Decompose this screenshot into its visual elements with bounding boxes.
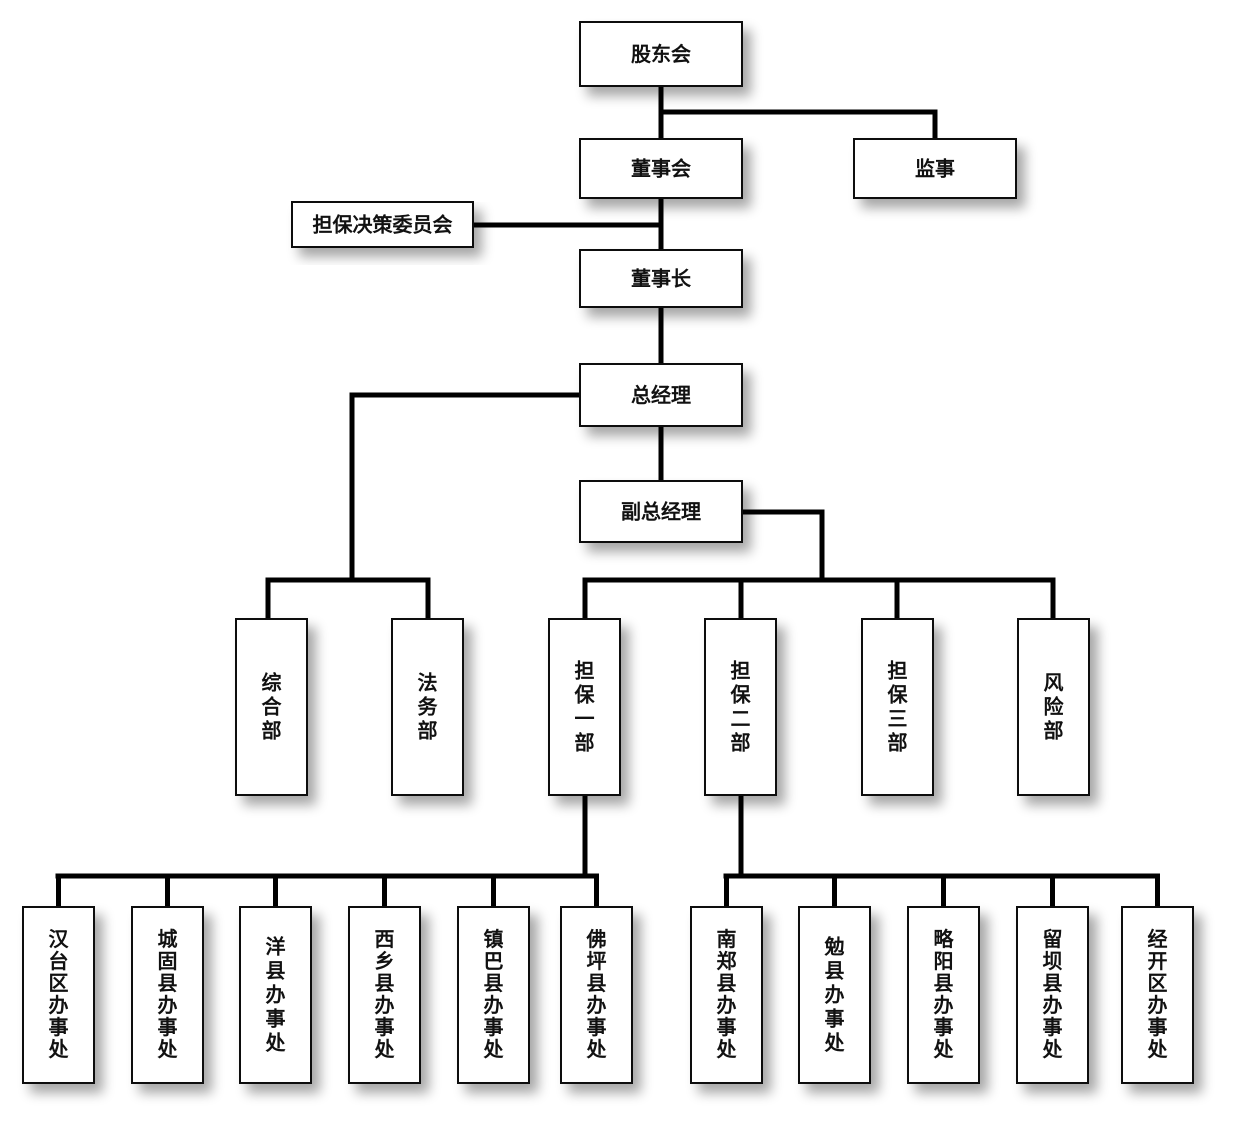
office-foping: 佛坪县办事处 [560,906,633,1084]
dept-risk-label: 风险部 [1044,671,1065,743]
dept-legal-label: 法务部 [418,671,439,743]
office-mianxian-box [798,906,871,1084]
node-deputy-gm-box [579,480,743,543]
dept-guarantee-2: 担保二部 [704,618,777,796]
node-gm-box [579,363,743,427]
node-gm-label: 总经理 [631,383,691,407]
office-yangxian-box [239,906,312,1084]
office-jingkai-label: 经开区办事处 [1147,927,1169,1061]
dept-guarantee-1-box [548,618,621,796]
office-nanzheng: 南郑县办事处 [690,906,763,1084]
node-deputy-gm: 副总经理 [579,480,743,543]
office-chenggu-box [131,906,204,1084]
office-zhenba: 镇巴县办事处 [457,906,530,1084]
office-mianxian: 勉县办事处 [798,906,871,1084]
office-liuba-box [1016,906,1089,1084]
office-yangxian-label: 洋县办事处 [265,935,287,1055]
dept-guarantee-1: 担保一部 [548,618,621,796]
node-shareholders-label: 股东会 [631,42,691,66]
dept-guarantee-3-label: 担保三部 [887,659,909,755]
office-jingkai-box [1121,906,1194,1084]
dept-general-box [235,618,308,796]
dept-legal: 法务部 [391,618,464,796]
node-chairman-box [579,249,743,308]
node-board-box [579,138,743,199]
office-hantai-box [22,906,95,1084]
node-committee-label: 担保决策委员会 [313,213,453,237]
dept-guarantee-1-label: 担保一部 [574,659,596,755]
office-nanzheng-box [690,906,763,1084]
node-deputy-gm-label: 副总经理 [621,500,701,524]
connector-deputy-bus [739,509,825,583]
node-board-label: 董事会 [631,157,691,181]
node-supervisor-box [853,138,1017,199]
node-committee-box [291,201,474,248]
node-chairman: 董事长 [579,249,743,308]
office-xixiang-box [348,906,421,1084]
node-board: 董事会 [579,138,743,199]
node-supervisor: 监事 [853,138,1017,199]
office-mianxian-label: 勉县办事处 [824,935,846,1055]
dept-guarantee-2-box [704,618,777,796]
office-hantai-label: 汉台区办事处 [48,927,70,1061]
node-gm: 总经理 [579,363,743,427]
office-jingkai: 经开区办事处 [1121,906,1194,1084]
connector-lines [55,83,1160,910]
office-hantai: 汉台区办事处 [22,906,95,1084]
dept-risk-box [1017,618,1090,796]
node-supervisor-label: 监事 [915,157,955,181]
dept-guarantee-3: 担保三部 [861,618,934,796]
office-chenggu: 城固县办事处 [131,906,204,1084]
office-liuba: 留坝县办事处 [1016,906,1089,1084]
node-committee: 担保决策委员会 [291,201,474,248]
dept-general: 综合部 [235,618,308,796]
connector-gm-admin [349,392,583,583]
office-nanzheng-label: 南郑县办事处 [716,927,738,1061]
office-xixiang: 西乡县办事处 [348,906,421,1084]
node-shareholders-box [579,21,743,87]
office-foping-label: 佛坪县办事处 [586,927,608,1061]
dept-legal-box [391,618,464,796]
connector-to-supervisor [658,109,938,142]
office-lueyang-box [907,906,980,1084]
office-zhenba-box [457,906,530,1084]
dept-guarantee-2-label: 担保二部 [730,659,752,755]
dept-guarantee-3-box [861,618,934,796]
node-chairman-label: 董事长 [631,267,692,291]
office-xixiang-label: 西乡县办事处 [374,927,396,1061]
office-chenggu-label: 城固县办事处 [157,927,179,1061]
node-shareholders: 股东会 [579,21,743,87]
dept-risk: 风险部 [1017,618,1090,796]
office-liuba-label: 留坝县办事处 [1042,927,1064,1061]
office-lueyang-label: 略阳县办事处 [933,927,955,1061]
office-foping-box [560,906,633,1084]
office-zhenba-label: 镇巴县办事处 [483,927,505,1061]
dept-general-label: 综合部 [262,671,283,743]
office-lueyang: 略阳县办事处 [907,906,980,1084]
office-yangxian: 洋县办事处 [239,906,312,1084]
